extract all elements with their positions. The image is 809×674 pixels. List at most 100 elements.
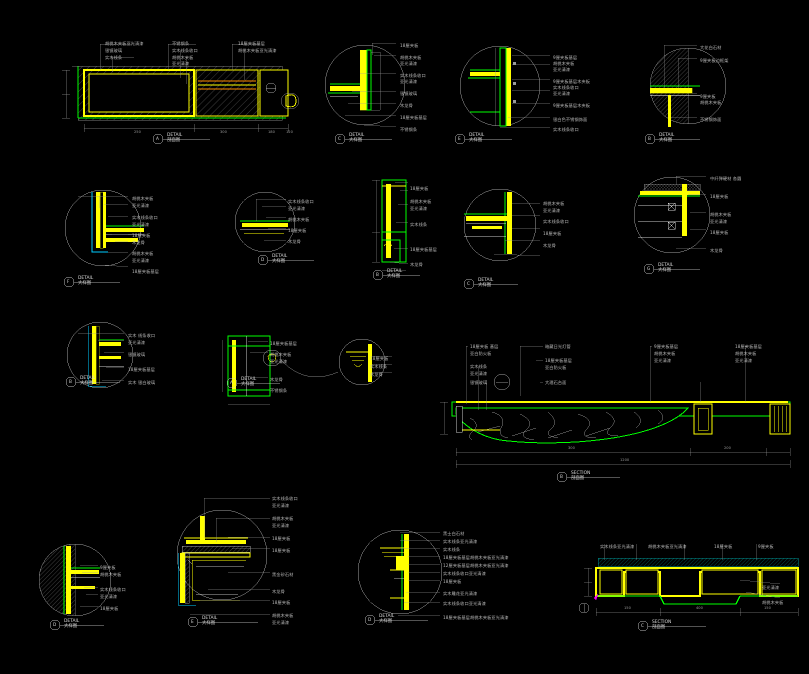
annotation-top-b-detail: 9厘夹板边框架: [700, 58, 729, 63]
detail-d-bottomleft: [38, 543, 112, 631]
annotation-section-b: 实木线条: [470, 364, 488, 369]
detail-tag-word: DETAIL: [379, 614, 395, 619]
annotation-mid-d-detail: 胡桃木夹板: [288, 217, 310, 222]
annotation-mid-c-detail: 胡桃木夹板: [543, 201, 565, 206]
detail-tag-word: DETAIL: [387, 269, 403, 274]
annotation-top-left-elevation: 不锈钢条: [172, 41, 190, 46]
annotation-mid-b-detail: 木龙骨: [410, 262, 423, 267]
annotation-bottom-d-left: 胡桃木夹板: [100, 572, 122, 577]
annotation-bottom-d-left: 9厘夹板: [100, 565, 116, 570]
annotation-mid-g-detail: 胡桃木夹板: [710, 212, 732, 217]
detail-tag-id: B: [560, 474, 563, 479]
annotation-top-left-elevation: 胡桃木夹板: [172, 55, 194, 60]
detail-tag-word: DETAIL: [202, 616, 218, 621]
detail-tag-cn: 大样图: [272, 259, 286, 264]
annotation-row3-a-detail: 木龙骨: [270, 377, 283, 382]
dimension-text: 1200: [620, 458, 630, 462]
detail-tag-cn: 大样图: [78, 281, 92, 286]
annotation-mid-f-detail: 亚光清漆: [132, 203, 150, 208]
annotation-bottom-e: 胡桃木夹板: [272, 516, 294, 521]
annotation-top-b-detail: 大花白石材: [700, 45, 722, 50]
annotation-bottom-d-mid: 实木线条收口亚光清漆: [443, 571, 486, 576]
annotation-top-c-detail: 木龙骨: [400, 103, 413, 108]
detail-tag-cn: 大样图: [658, 268, 672, 273]
annotation-row3-a-detail: 亚光清漆: [270, 359, 288, 364]
annotation-mid-b-detail: 18厘夹板基层: [410, 247, 437, 252]
annotation-mid-d-detail: 实木线条收口: [288, 199, 314, 204]
annotation-section-b: 亚光清漆: [735, 358, 753, 363]
detail-tag-word: SECTION: [652, 620, 672, 625]
annotation-top-e-detail: 实木线条收口: [553, 127, 579, 132]
annotation-section-b: 18厘夹板基层: [735, 344, 762, 349]
annotation-bottom-e: 实木线条收口: [272, 496, 298, 501]
elevation-a: [62, 43, 300, 145]
detail-tag-cn: 大样图: [349, 138, 363, 143]
annotation-top-c-detail: 胡桃木夹板: [400, 55, 422, 60]
annotation-top-c-detail: 银镜玻璃: [400, 91, 418, 96]
detail-tag-id: C: [338, 136, 341, 141]
annotation-mid-g-detail: 中纤弹硬材 各圆: [710, 176, 742, 181]
detail-tag-word: DETAIL: [478, 278, 494, 283]
annotation-mid-b-detail: 胡桃木夹板: [410, 199, 432, 204]
annotation-top-b-detail: 不锈钢饰面: [700, 117, 722, 122]
annotation-bottom-c-section: 9厘夹板: [758, 544, 774, 549]
detail-d-row2: [234, 191, 314, 266]
annotation-section-b: 亚白防火板: [470, 351, 492, 356]
annotation-mid-g-detail: 18厘夹板: [710, 230, 729, 235]
detail-tag-word: DETAIL: [80, 376, 96, 381]
annotation-bottom-d-mid: 实木线条亚光清漆: [443, 539, 478, 544]
annotation-bottom-e: 18厘夹板: [272, 536, 291, 541]
annotation-top-left-elevation: 银镜玻璃: [105, 48, 123, 53]
annotation-row3-b-detail: 亚光清漆: [128, 340, 146, 345]
dimension-text: 180: [268, 130, 275, 134]
annotation-bottom-e: 亚光清漆: [272, 523, 290, 528]
detail-g: [633, 175, 711, 275]
annotation-row3-b-detail: 银镜玻璃: [128, 352, 146, 357]
dimension-text: 150: [624, 606, 631, 610]
detail-tag-id: G: [647, 266, 651, 271]
annotation-mid-b-detail: 实木线条: [410, 222, 428, 227]
detail-f: [63, 189, 144, 288]
annotation-mid-f-detail: 亚光清漆: [132, 222, 150, 227]
annotation-mid-f-detail: 18厘夹板基层: [132, 269, 159, 274]
annotation-top-c-detail: 18厘夹板: [400, 43, 419, 48]
detail-tag-cn: 剖面图: [652, 625, 666, 630]
annotation-bottom-d-mid: 18厘夹板基层胡桃木夹板亚光清漆: [443, 555, 509, 560]
annotation-mid-f-detail: 实木线条收口: [132, 215, 158, 220]
detail-b-row2: [372, 179, 420, 281]
detail-tag-id: E: [191, 619, 194, 624]
annotation-top-b-detail: 胡桃木夹板: [700, 100, 722, 105]
annotation-top-e-detail: 9厘夹板基层木夹板: [553, 103, 591, 108]
annotation-bottom-e: 黑金砂石材: [272, 572, 294, 577]
annotation-top-left-elevation: 胡桃木夹板亚光清漆: [238, 48, 277, 53]
dimension-text: 300: [568, 446, 575, 450]
dimension-text: 200: [724, 446, 731, 450]
annotation-section-b: 暗藏日光灯管: [545, 344, 571, 349]
detail-tag-id: D: [53, 622, 57, 627]
annotation-row3-a-detail: 胡桃木夹板: [270, 352, 292, 357]
annotation-bottom-e: 18厘夹板: [272, 600, 291, 605]
detail-tag-cn: 大样图: [469, 138, 483, 143]
detail-tag-id: B: [648, 136, 651, 141]
annotation-top-left-elevation: 实木线条收口: [172, 48, 198, 53]
detail-tag-word: DETAIL: [659, 133, 675, 138]
detail-tag-word: DETAIL: [658, 263, 674, 268]
annotation-mid-c-detail: 实木线条收口: [543, 219, 569, 224]
detail-e-bottom: [176, 497, 270, 628]
annotation-row3-a-detail: 不锈钢条: [270, 388, 288, 393]
annotation-row3-b-detail: 实木 线条收口: [128, 333, 156, 338]
annotation-mid-f-detail: 胡桃木夹板: [132, 251, 154, 256]
detail-tag-word: DETAIL: [469, 133, 485, 138]
annotation-mid-g-detail: 亚光清漆: [710, 219, 728, 224]
annotation-mid-d-detail: 18厘夹板: [288, 228, 307, 233]
detail-tag-cn: 大样图: [478, 283, 492, 288]
annotation-mid-b-detail: 亚光清漆: [410, 206, 428, 211]
annotation-top-c-detail: 亚光清漆: [400, 79, 418, 84]
annotation-top-e-detail: 实木线条收口: [553, 85, 579, 90]
dimension-text: 250: [134, 130, 141, 134]
